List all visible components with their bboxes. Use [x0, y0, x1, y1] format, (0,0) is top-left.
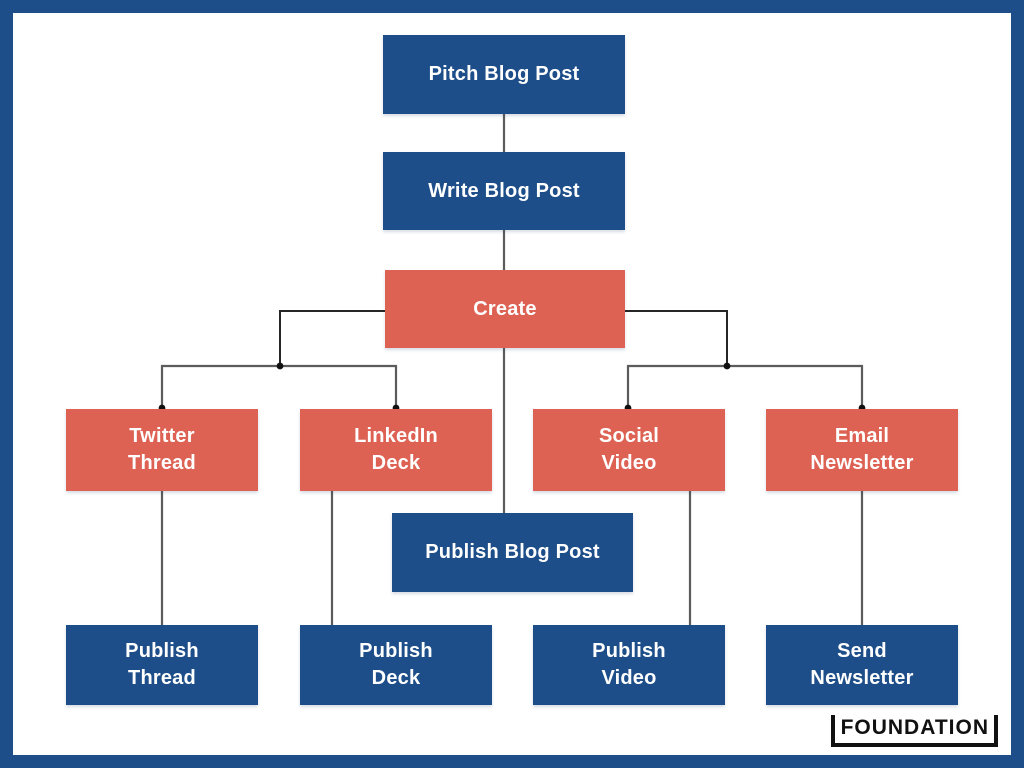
node-publish-video: Publish Video	[533, 625, 725, 705]
junction-dot	[723, 362, 731, 370]
node-publish-blog-post: Publish Blog Post	[392, 513, 633, 592]
node-create: Create	[385, 270, 625, 348]
node-send-newsletter: Send Newsletter	[766, 625, 958, 705]
node-social-video: Social Video	[533, 409, 725, 491]
node-linkedin-deck: LinkedIn Deck	[300, 409, 492, 491]
edge-create-right-drop	[625, 310, 728, 366]
junction-dot	[276, 362, 284, 370]
node-publish-thread: Publish Thread	[66, 625, 258, 705]
edge-create-left-bar	[160, 364, 398, 409]
node-publish-deck: Publish Deck	[300, 625, 492, 705]
node-twitter-thread: Twitter Thread	[66, 409, 258, 491]
edge-create-right-bar	[626, 364, 864, 409]
foundation-logo: FOUNDATION	[830, 715, 998, 747]
edge-create-left-drop	[279, 310, 385, 366]
node-email-newsletter: Email Newsletter	[766, 409, 958, 491]
node-pitch-blog-post: Pitch Blog Post	[383, 35, 625, 114]
node-write-blog-post: Write Blog Post	[383, 152, 625, 230]
